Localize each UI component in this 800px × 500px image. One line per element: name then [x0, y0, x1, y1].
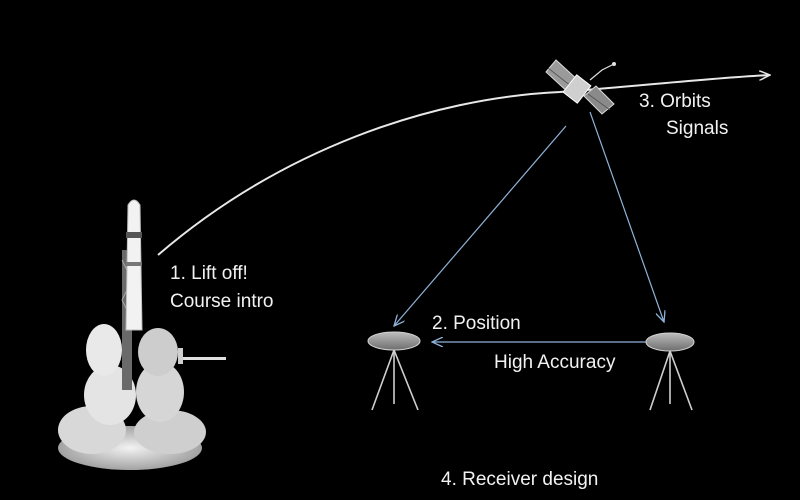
label-lift-off: 1. Lift off! [170, 263, 248, 284]
launch-trajectory-arrow [157, 75, 770, 256]
label-receiver-design: 4. Receiver design [441, 469, 599, 490]
satellite-icon [545, 59, 616, 115]
label-course-intro: Course intro [170, 291, 274, 312]
label-position: 2. Position [432, 313, 521, 334]
receiver-tripod-left [367, 331, 421, 411]
signal-line-left [394, 125, 567, 326]
signal-line-right [589, 111, 664, 322]
label-high-accuracy: High Accuracy [494, 352, 616, 373]
rocket-launch-icon [58, 199, 226, 470]
label-signals: Signals [666, 118, 729, 139]
label-orbits: 3. Orbits [639, 91, 711, 112]
receiver-tripod-right [645, 332, 695, 411]
